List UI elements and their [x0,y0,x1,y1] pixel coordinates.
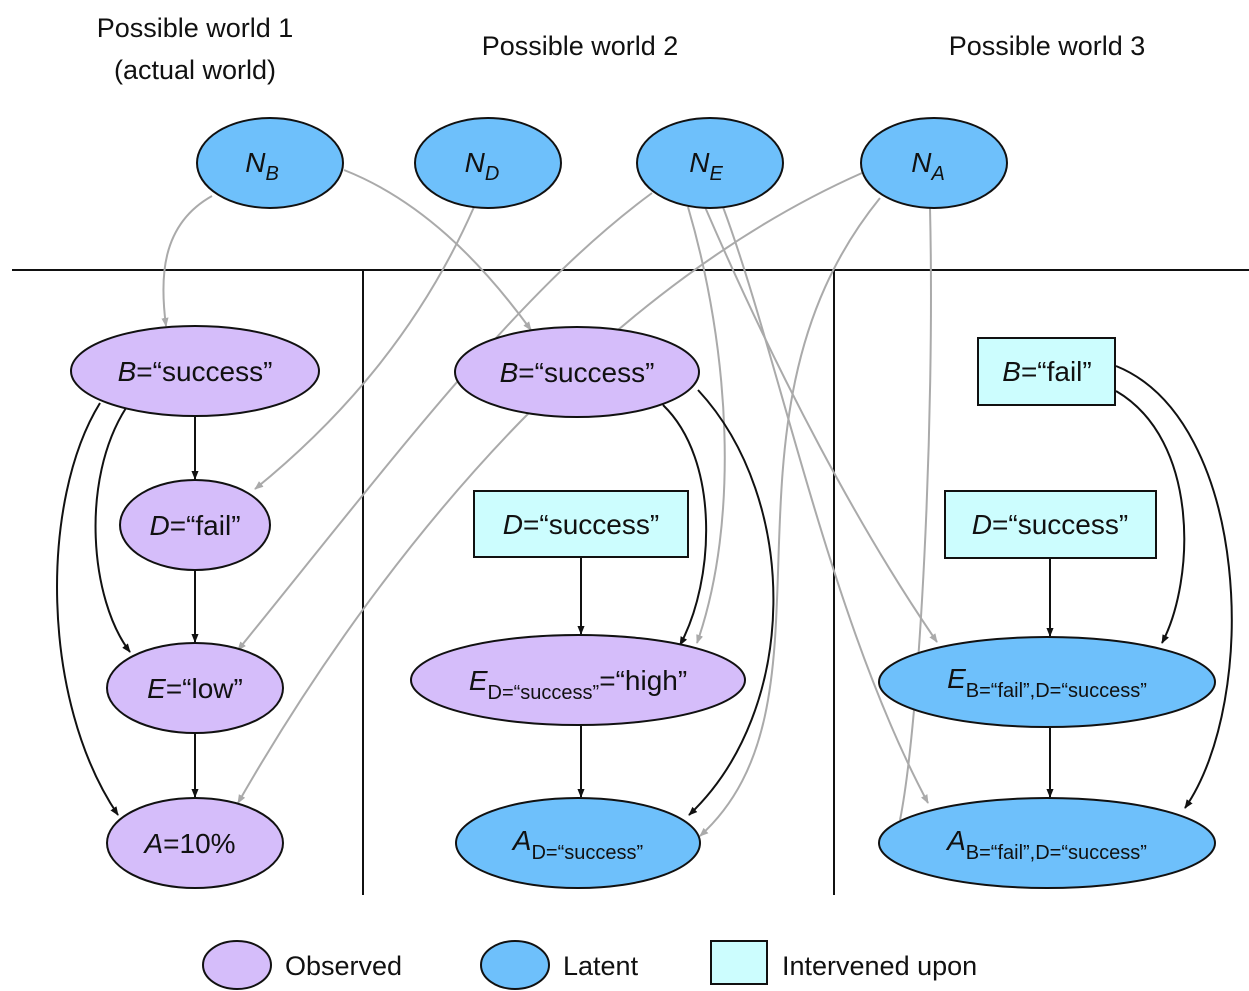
edge-w1B-w1E [94,407,131,653]
edge-NE-to-w3A [722,206,929,804]
node-w2-D[interactable]: D=“success” [473,490,689,558]
node-w3-D-label: D=“success” [972,509,1128,540]
node-w2-D-label: D=“success” [503,509,659,540]
legend-latent-label: Latent [563,951,639,981]
node-NB[interactable]: NB [196,117,344,209]
noise-edges [161,169,938,837]
causal-edges [56,365,1233,816]
world-3-title: Possible world 3 [949,31,1146,61]
edge-NA-w1A [237,172,863,804]
node-NA[interactable]: NA [860,117,1008,209]
world-2-nodes: B=“success” D=“success” ED=“success”=“hi… [410,326,746,889]
node-w1-B-label: B=“success” [118,356,273,387]
world-3-nodes: B=“fail” D=“success” EB=“fail”,D=“succes… [878,337,1216,889]
edge-NE-w3E [704,206,938,643]
node-NE-label: NE [689,147,723,185]
latent-swatch-icon [480,940,550,990]
intervened-swatch-icon [710,940,768,985]
edge-w2B-w2E [662,404,708,646]
node-NB-label: NB [245,147,279,185]
node-w2-B[interactable]: B=“success” [454,326,700,418]
legend-observed-label: Observed [285,951,402,981]
world-1-nodes: B=“success” D=“fail” E=“low” A=10% [70,325,320,889]
node-w3-B[interactable]: B=“fail” [977,337,1116,406]
legend: Observed Latent Intervened upon [202,940,977,990]
node-w2-A[interactable]: AD=“success” [455,797,701,889]
edge-NA-w3 [899,207,932,821]
node-ND-label: ND [465,147,500,185]
edge-NA-w2A [699,197,881,837]
legend-item-latent: Latent [480,940,639,990]
node-NA-label: NA [911,147,945,185]
node-w3-D[interactable]: D=“success” [944,490,1157,559]
edge-NE-w1E [237,192,653,651]
node-w2-A-label: AD=“success” [511,825,643,864]
legend-intervened-label: Intervened upon [782,951,977,981]
world-1-subtitle: (actual world) [114,55,276,85]
world-titles: Possible world 1 (actual world) Possible… [97,13,1146,85]
node-w3-B-label: B=“fail” [1002,356,1091,387]
node-w3-E[interactable]: EB=“fail”,D=“success” [878,636,1216,728]
edge-NB-w2B [343,169,532,331]
node-w1-A-label: A=10% [142,828,235,859]
legend-item-observed: Observed [202,940,402,990]
edge-w3B-w3A [1115,365,1233,809]
node-w3-E-label: EB=“fail”,D=“success” [947,663,1147,702]
node-w1-A[interactable]: A=10% [106,797,284,889]
edge-w2B-w2A [688,389,775,816]
edge-w1B-w1A [56,402,119,816]
node-w2-E[interactable]: ED=“success”=“high” [410,634,746,726]
node-w3-A-label: AB=“fail”,D=“success” [945,825,1147,864]
node-w1-B[interactable]: B=“success” [70,325,320,417]
node-w1-E-label: E=“low” [147,673,243,704]
edge-ND-w1D [254,206,475,490]
node-w1-E[interactable]: E=“low” [106,642,284,734]
world-dividers [12,269,1249,895]
node-NE[interactable]: NE [636,117,784,209]
edge-NE-w2E [687,206,726,644]
noise-nodes: NB ND NE NA [196,117,1008,209]
edge-NB-w1B [161,195,213,327]
world-2-title: Possible world 2 [482,31,679,61]
edge-w3B-w3E [1115,390,1186,644]
legend-item-intervened: Intervened upon [710,940,977,985]
world-1-title: Possible world 1 [97,13,294,43]
node-w1-D[interactable]: D=“fail” [119,479,271,571]
node-w1-D-label: D=“fail” [149,510,240,541]
node-w2-B-label: B=“success” [500,357,655,388]
observed-swatch-icon [202,940,272,990]
node-w2-E-label: ED=“success”=“high” [469,665,687,704]
node-w3-A[interactable]: AB=“fail”,D=“success” [878,797,1216,889]
node-ND[interactable]: ND [414,117,562,209]
